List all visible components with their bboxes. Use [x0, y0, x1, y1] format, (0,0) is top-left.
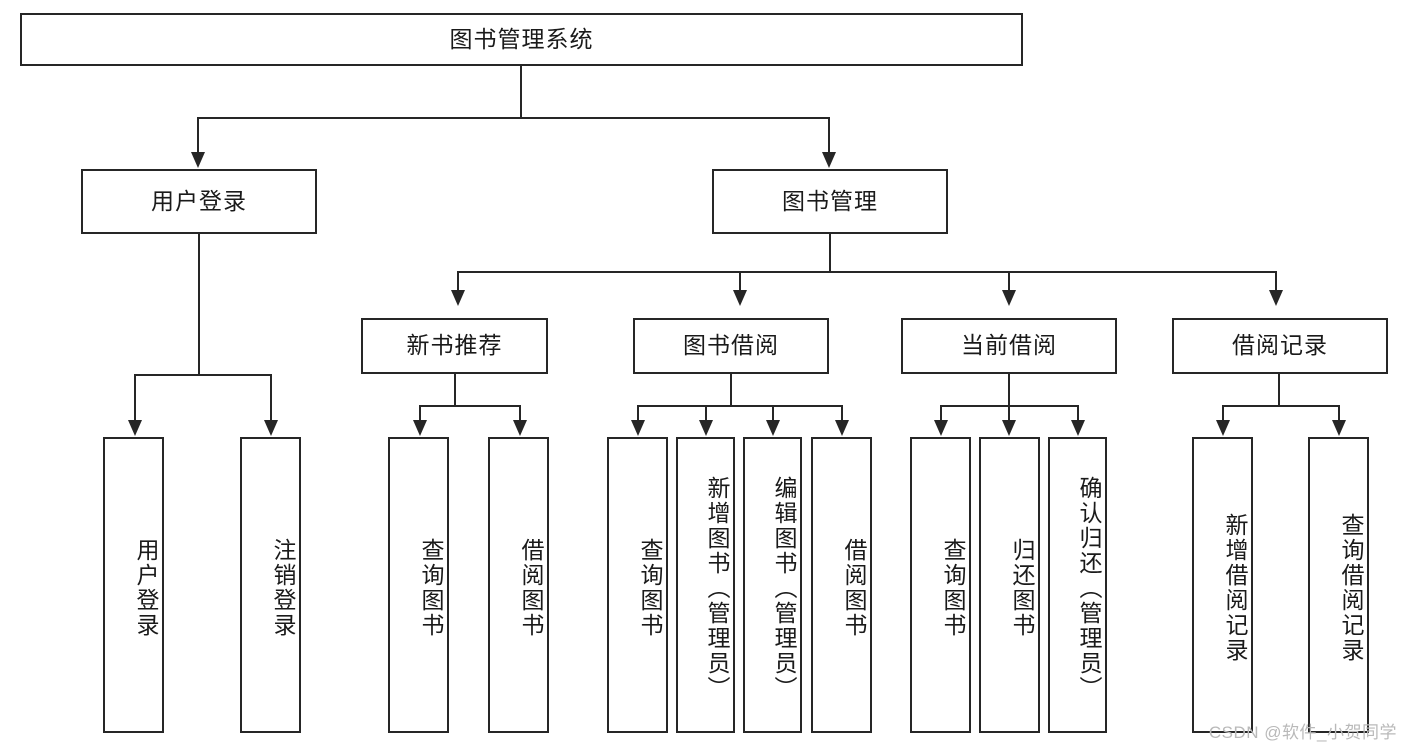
node-label: 新书推荐 — [406, 332, 503, 359]
connector-cb-to-leaf-1 — [940, 405, 942, 421]
connector-new-book-bus — [419, 405, 520, 407]
connector-bb-to-leaf-3 — [772, 405, 774, 421]
connector-new-book-to-leaf-1 — [419, 405, 421, 421]
node-label: 图书借阅 — [683, 332, 779, 359]
connector-to-new-book — [457, 271, 459, 291]
arrowhead-book-borrow — [733, 290, 747, 306]
arrowhead-bb-query-book — [631, 420, 645, 436]
arrowhead-leaf-logout — [264, 420, 278, 436]
connector-user-login-to-leaf-1 — [134, 374, 136, 421]
node-book-borrow[interactable]: 图书借阅 — [633, 318, 829, 374]
connector-user-login-bus — [134, 374, 270, 376]
connector-new-book-stem — [454, 374, 456, 406]
arrowhead-nb-query-book — [413, 420, 427, 436]
arrowhead-new-book-recommend — [451, 290, 465, 306]
arrowhead-br-add-record — [1216, 420, 1230, 436]
node-label: 确认归还（管理员） — [1076, 475, 1102, 701]
connector-bb-to-leaf-4 — [841, 405, 843, 421]
node-user-login[interactable]: 用户登录 — [81, 169, 317, 234]
leaf-cb-query-book[interactable]: 查询图书 — [910, 437, 971, 733]
connector-cb-to-leaf-2 — [1008, 405, 1010, 421]
connector-to-current-borrow — [1008, 271, 1010, 291]
connector-current-borrow-stem — [1008, 374, 1010, 406]
leaf-br-query-record[interactable]: 查询借阅记录 — [1308, 437, 1369, 733]
arrowhead-cb-query-book — [934, 420, 948, 436]
connector-book-borrow-bus — [637, 405, 843, 407]
connector-bb-to-leaf-2 — [705, 405, 707, 421]
node-label: 借阅图书 — [841, 538, 867, 638]
leaf-user-login[interactable]: 用户登录 — [103, 437, 164, 733]
node-new-book-recommend[interactable]: 新书推荐 — [361, 318, 548, 374]
connector-borrow-record-bus — [1222, 405, 1340, 407]
leaf-bb-edit-book[interactable]: 编辑图书（管理员） — [743, 437, 802, 733]
leaf-nb-borrow-book[interactable]: 借阅图书 — [488, 437, 549, 733]
connector-bb-to-leaf-1 — [637, 405, 639, 421]
leaf-bb-borrow-book[interactable]: 借阅图书 — [811, 437, 872, 733]
node-label: 借阅图书 — [518, 538, 544, 638]
arrowhead-bb-edit-book — [766, 420, 780, 436]
node-current-borrow[interactable]: 当前借阅 — [901, 318, 1117, 374]
connector-book-mgmt-bus — [457, 271, 1276, 273]
arrowhead-user-login — [191, 152, 205, 168]
arrowhead-nb-borrow-book — [513, 420, 527, 436]
arrowhead-book-mgmt — [822, 152, 836, 168]
connector-book-mgmt-stem — [829, 234, 831, 273]
connector-br-to-leaf-1 — [1222, 405, 1224, 421]
connector-br-to-leaf-2 — [1338, 405, 1340, 421]
node-label: 图书管理系统 — [449, 25, 594, 52]
node-label: 注销登录 — [270, 538, 296, 638]
leaf-nb-query-book[interactable]: 查询图书 — [388, 437, 449, 733]
node-label: 新增图书（管理员） — [704, 475, 730, 701]
leaf-bb-add-book[interactable]: 新增图书（管理员） — [676, 437, 735, 733]
leaf-cb-confirm-return[interactable]: 确认归还（管理员） — [1048, 437, 1107, 733]
connector-root-to-user-login — [197, 117, 199, 153]
node-label: 查询图书 — [940, 538, 966, 638]
arrowhead-bb-add-book — [699, 420, 713, 436]
leaf-cb-return-book[interactable]: 归还图书 — [979, 437, 1040, 733]
node-root-system[interactable]: 图书管理系统 — [20, 13, 1023, 66]
node-borrow-record[interactable]: 借阅记录 — [1172, 318, 1388, 374]
node-label: 查询图书 — [637, 538, 663, 638]
connector-book-borrow-stem — [730, 374, 732, 406]
node-label: 用户登录 — [151, 187, 247, 214]
connector-to-borrow-record — [1275, 271, 1277, 291]
arrowhead-leaf-user-login — [128, 420, 142, 436]
arrowhead-cb-confirm-return — [1071, 420, 1085, 436]
node-label: 借阅记录 — [1232, 332, 1328, 359]
leaf-logout[interactable]: 注销登录 — [240, 437, 301, 733]
node-label: 当前借阅 — [961, 332, 1057, 359]
connector-user-login-stem — [198, 234, 200, 375]
node-label: 归还图书 — [1009, 538, 1035, 638]
arrowhead-bb-borrow-book — [835, 420, 849, 436]
connector-borrow-record-stem — [1278, 374, 1280, 406]
connector-user-login-to-leaf-2 — [270, 374, 272, 421]
leaf-bb-query-book[interactable]: 查询图书 — [607, 437, 668, 733]
node-book-management[interactable]: 图书管理 — [712, 169, 948, 234]
connector-root-to-book-mgmt — [828, 117, 830, 153]
leaf-br-add-record[interactable]: 新增借阅记录 — [1192, 437, 1253, 733]
node-label: 查询借阅记录 — [1338, 513, 1364, 663]
arrowhead-current-borrow — [1002, 290, 1016, 306]
connector-cb-to-leaf-3 — [1077, 405, 1079, 421]
connector-to-book-borrow — [739, 271, 741, 291]
node-label: 编辑图书（管理员） — [771, 475, 797, 701]
node-label: 图书管理 — [782, 187, 878, 214]
arrowhead-borrow-record — [1269, 290, 1283, 306]
connector-root-bus — [197, 117, 830, 119]
connector-root-stem — [520, 66, 522, 118]
node-label: 用户登录 — [133, 538, 159, 638]
arrowhead-cb-return-book — [1002, 420, 1016, 436]
node-label: 查询图书 — [418, 538, 444, 638]
connector-new-book-to-leaf-2 — [519, 405, 521, 421]
csdn-watermark: CSDN @软件_小贺同学 — [1208, 723, 1397, 742]
arrowhead-br-query-record — [1332, 420, 1346, 436]
node-label: 新增借阅记录 — [1222, 513, 1248, 663]
